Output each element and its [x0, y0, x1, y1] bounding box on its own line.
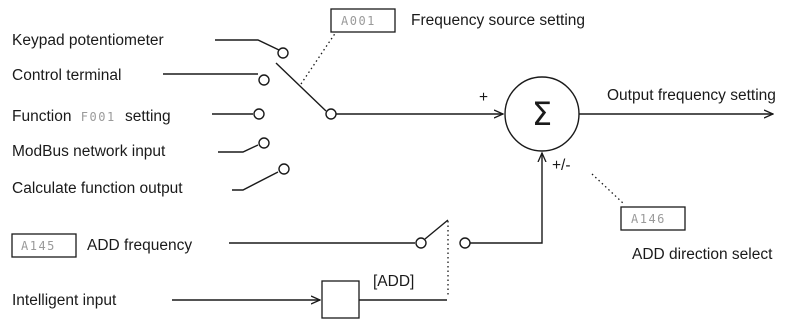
control-terminal-contact — [258, 74, 270, 86]
modbus-input-label: ModBus network input — [12, 143, 166, 160]
add-switch-contact-right — [459, 237, 471, 249]
a146-param-box — [620, 206, 686, 231]
add-function-block — [321, 280, 360, 319]
output-frequency-label: Output frequency setting — [607, 87, 776, 104]
a001-link-dots — [300, 31, 337, 85]
input-contacts — [163, 39, 290, 191]
control-terminal-label: Control terminal — [12, 67, 121, 84]
add-return-wire — [470, 153, 542, 244]
selector-switch-arm — [275, 62, 327, 112]
add-switch-contact-left — [415, 237, 427, 249]
modbus-contact — [258, 137, 270, 149]
calculate-contact — [278, 163, 290, 175]
intelligent-input-label: Intelligent input — [12, 292, 117, 309]
a145-param-code: A145 — [21, 239, 56, 253]
add-direction-label: ADD direction select — [632, 246, 773, 263]
function-prefix: Function — [12, 108, 71, 125]
selector-switch-pivot — [325, 108, 337, 120]
keypad-wire — [215, 39, 280, 51]
plus-sign: + — [479, 89, 488, 106]
a001-param-box — [330, 8, 396, 33]
calculate-wire — [232, 171, 279, 191]
function-contact — [253, 108, 265, 120]
a146-link-dots — [591, 173, 625, 205]
add-tag-label: [ADD] — [373, 273, 414, 290]
function-suffix: setting — [125, 108, 171, 125]
keypad-contact — [277, 47, 289, 59]
function-code-f001: F001 — [81, 110, 116, 124]
a146-param-code: A146 — [631, 212, 666, 226]
modbus-wire — [218, 144, 259, 153]
frequency-source-label: Frequency source setting — [411, 12, 585, 29]
function-setting-label: Function F001 setting — [12, 108, 171, 125]
keypad-potentiometer-label: Keypad potentiometer — [12, 32, 164, 49]
calculate-function-label: Calculate function output — [12, 180, 183, 197]
sigma-symbol: Σ — [532, 95, 552, 133]
a001-param-code: A001 — [341, 14, 376, 28]
plus-minus-sign: +/- — [552, 157, 571, 174]
a145-param-box — [11, 233, 77, 258]
add-switch-arm — [424, 219, 449, 240]
add-frequency-label: ADD frequency — [87, 237, 192, 254]
